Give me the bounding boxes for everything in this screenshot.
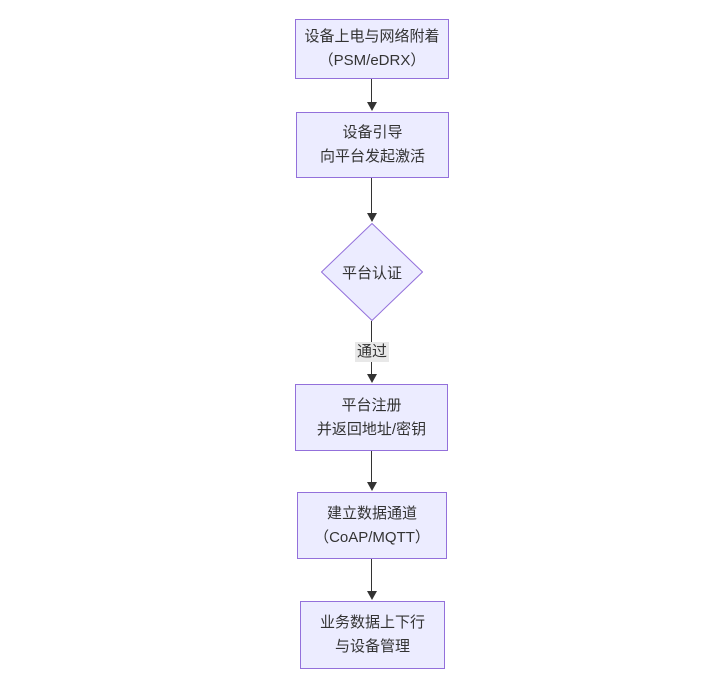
node-platform-register: 平台注册 并返回地址/密钥: [295, 384, 448, 451]
node-label-line: 向平台发起激活: [319, 148, 425, 165]
node-label-line: 与设备管理: [334, 638, 410, 655]
node-platform-auth-decision: 平台认证: [321, 223, 423, 321]
arrowhead-icon: [367, 102, 377, 111]
arrowhead-icon: [367, 591, 377, 600]
diamond-shape: [321, 223, 423, 321]
node-label-line: 平台注册: [341, 396, 402, 414]
node-label-line: 并返回地址/密钥: [316, 420, 427, 438]
edge-connector: [371, 451, 372, 483]
node-device-power-attach: 设备上电与网络附着 （PSM/eDRX）: [295, 19, 449, 79]
node-data-channel: 建立数据通道 （CoAP/MQTT）: [297, 492, 447, 559]
node-business-data-mgmt: 业务数据上下行 与设备管理: [300, 601, 445, 669]
node-label-line: 建立数据通道: [326, 504, 417, 522]
node-label-line: 设备上电与网络附着: [304, 28, 440, 45]
edge-connector: [371, 79, 372, 103]
node-label-line: 设备引导: [342, 124, 403, 141]
edge-connector: [371, 178, 372, 214]
node-label-line: 业务数据上下行: [319, 614, 425, 631]
arrowhead-icon: [367, 482, 377, 491]
node-label-line: （PSM/eDRX）: [318, 52, 426, 69]
node-label-line: （CoAP/MQTT）: [314, 528, 430, 546]
arrowhead-icon: [367, 213, 377, 222]
node-device-bootstrap: 设备引导 向平台发起激活: [296, 112, 449, 178]
edge-label-pass: 通过: [354, 342, 390, 362]
edge-connector: [371, 559, 372, 592]
node-label-line: 平台认证: [341, 264, 402, 282]
arrowhead-icon: [367, 374, 377, 383]
